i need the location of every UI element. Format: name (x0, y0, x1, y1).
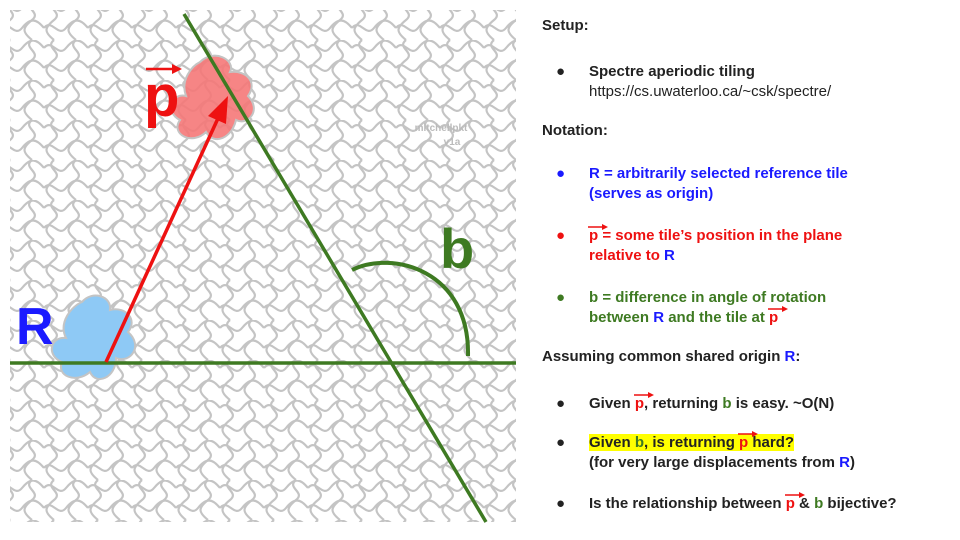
bullet-dot: ● (556, 289, 566, 306)
notation-p-line1: = some tile’s position in the plane (598, 227, 843, 244)
angle-b-arc (351, 261, 471, 357)
ref-R: R (653, 309, 665, 326)
bullet-dot: ● (556, 227, 566, 244)
diagonal-line (182, 13, 488, 523)
label-p-arrowhead (172, 64, 182, 74)
bullet-dot: ● (556, 63, 566, 80)
vector-arrow-icon (784, 492, 805, 498)
vector-p-symbol: p (768, 306, 789, 328)
bullet-dot: ● (556, 434, 566, 451)
vector-p-symbol: p (784, 492, 805, 514)
setup-tiling-url[interactable]: https://cs.uwaterloo.ca/~csk/spectre/ (589, 83, 832, 100)
bullet-dot: ● (556, 495, 566, 512)
vector-p-symbol: p (738, 431, 759, 453)
notation-p-line2: relative to (589, 247, 665, 264)
watermark-author: mitchellpkt (415, 123, 468, 134)
tile-R (51, 294, 136, 380)
notation-R-line1: R = arbitrarily selected reference tile (589, 165, 848, 182)
vector-p-arrowhead (208, 96, 228, 124)
vector-p-shaft (104, 113, 222, 363)
notation-b-line1: b = difference in angle of rotation (589, 289, 827, 306)
setup-header: Setup: (542, 17, 589, 34)
watermark-version: v1a (444, 137, 461, 148)
bullet-dot: ● (556, 395, 566, 412)
vector-arrow-icon (588, 224, 608, 230)
ref-R: R (839, 454, 850, 471)
bullet-dot: ● (556, 165, 566, 182)
notation-header: Notation: (542, 122, 608, 139)
tile-p (170, 54, 255, 141)
ref-b: b (722, 395, 732, 412)
ref-b: b (814, 495, 824, 512)
label-p: p (144, 64, 179, 129)
label-R: R (16, 298, 54, 356)
ref-R: R (664, 247, 675, 264)
ref-b: b (634, 434, 645, 451)
setup-tiling-title: Spectre aperiodic tiling (589, 63, 755, 80)
vector-arrow-icon (633, 392, 654, 398)
vector-p-symbol: p (633, 392, 654, 414)
vector-arrow-icon (738, 431, 759, 437)
label-b: b (440, 217, 474, 280)
notes-panel: Setup: ● Spectre aperiodic tiling https:… (542, 17, 897, 514)
assumption-header: Assuming common shared origin R: (542, 348, 801, 365)
vector-arrow-icon (768, 306, 789, 312)
vector-p-symbol: p (588, 224, 608, 246)
spectre-tiling-diagram: R p b mitchellpkt v1a (10, 10, 516, 523)
notation-R-line2: (serves as origin) (589, 185, 714, 202)
ref-R: R (784, 348, 796, 365)
tiling-background (10, 10, 516, 522)
highlighted-question: Given b, is returning p hard? (589, 431, 795, 453)
